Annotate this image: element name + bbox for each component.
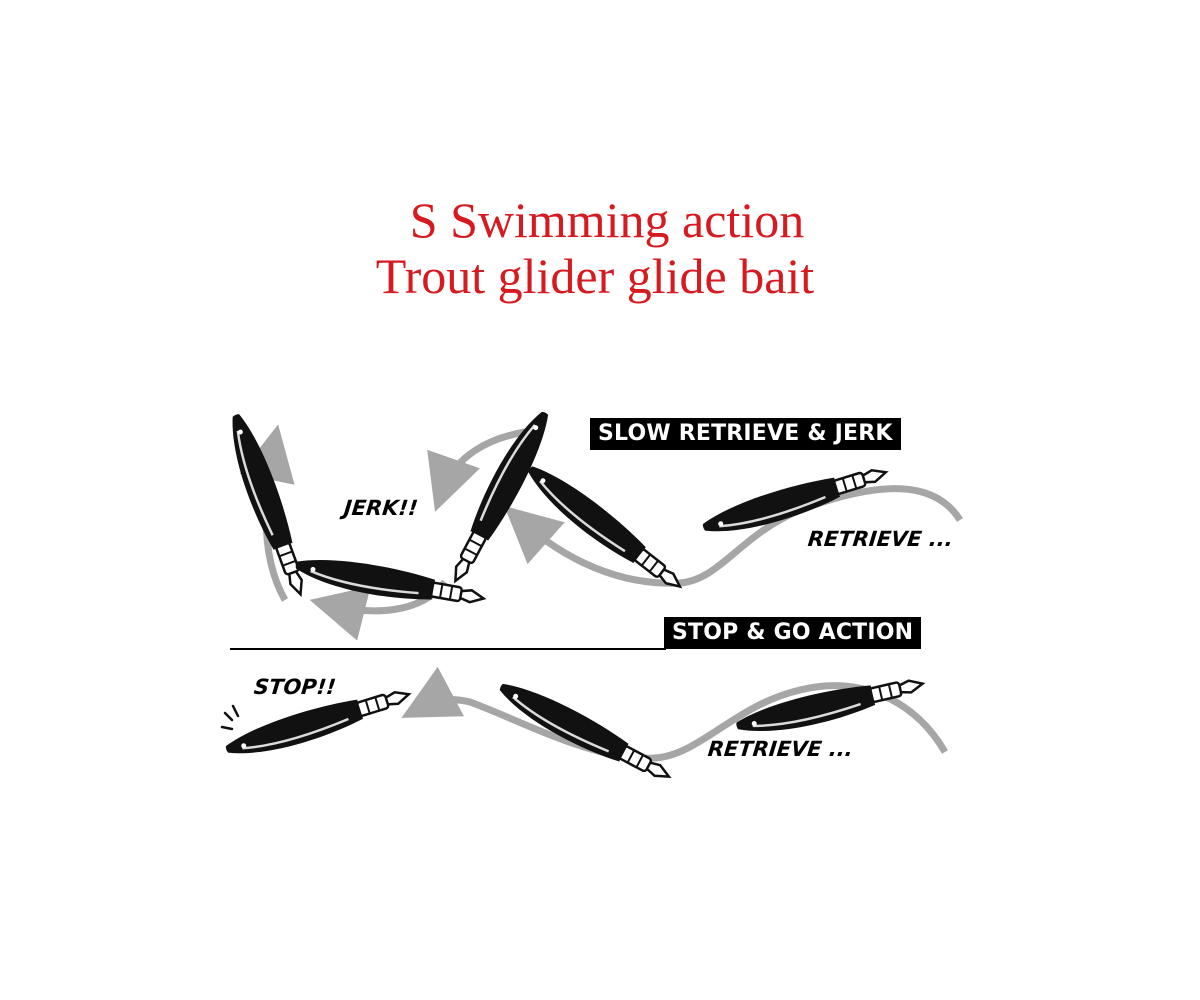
stop-and-go-heading: STOP & GO ACTION <box>664 617 922 649</box>
slow-retrieve-label: RETRIEVE ... <box>806 527 955 551</box>
lure-icon <box>518 456 690 600</box>
slow-retrieve-heading: SLOW RETRIEVE & JERK <box>590 418 901 450</box>
lure-icon <box>492 673 677 792</box>
curved-arrow-icon <box>427 428 526 512</box>
stop-go-retrieve-label: RETRIEVE ... <box>706 737 855 761</box>
title-line-1: S Swimming action <box>409 192 805 248</box>
lure-icon <box>291 550 488 615</box>
curved-arrow-icon <box>504 485 963 587</box>
stop-label: STOP!! <box>252 675 338 699</box>
lure-icon <box>440 404 559 589</box>
motion-lines-icon <box>220 704 240 731</box>
title-line-2: Trout glider glide bait <box>375 248 815 304</box>
jerk-label: JERK!! <box>342 496 420 520</box>
slow-retrieve-group <box>219 404 963 641</box>
page-title: S Swimming action Trout glider glide bai… <box>0 192 1200 304</box>
lure-icon <box>219 409 315 601</box>
stop-and-go-group <box>220 666 949 792</box>
section-divider <box>230 648 666 650</box>
